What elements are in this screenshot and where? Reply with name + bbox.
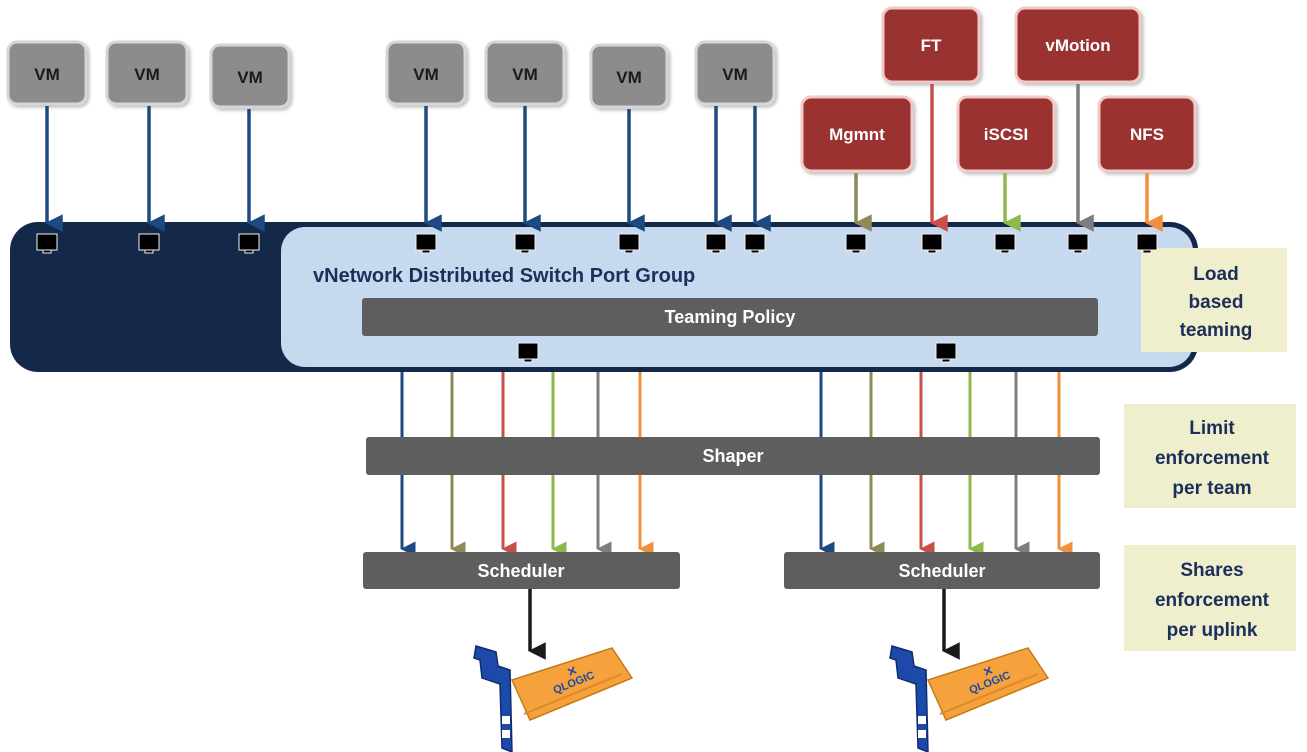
network-port-icon (845, 233, 867, 254)
network-port-icon (138, 233, 160, 254)
vm-box: VM (105, 40, 189, 106)
note-line: Load (1193, 264, 1238, 285)
vm-box: VM (589, 43, 669, 109)
ingress-arrows (45, 84, 1163, 232)
service-box-nfs: NFS (1097, 95, 1197, 173)
service-label: vMotion (1045, 36, 1110, 55)
vm-label: VM (616, 68, 642, 87)
teaming-policy-label: Teaming Policy (665, 307, 796, 327)
network-port-icon (921, 233, 943, 254)
network-port-icon (935, 342, 957, 363)
teaming-policy-bar (362, 298, 1098, 336)
network-port-icon (744, 233, 766, 254)
network-port-icon (514, 233, 536, 254)
note-line: Shares (1180, 560, 1243, 581)
qlogic-nic-card-icon: QLOGIC ✕ (473, 645, 634, 752)
service-box-vmotion: vMotion (1014, 6, 1142, 84)
shaper: Shaper (366, 437, 1100, 475)
network-port-icon (517, 342, 539, 363)
service-label: FT (921, 36, 942, 55)
vm-box: VM (484, 40, 566, 106)
network-port-icon (36, 233, 58, 254)
note-line: teaming (1180, 320, 1253, 341)
service-box-ft: FT (881, 6, 981, 84)
switch-ports (36, 233, 1158, 363)
network-port-icon (1136, 233, 1158, 254)
service-label: iSCSI (984, 125, 1028, 144)
qlogic-nic-card-icon: QLOGIC ✕ (889, 645, 1050, 752)
vm-label: VM (134, 65, 160, 84)
scheduler-right: Scheduler (784, 552, 1100, 589)
network-port-icon (618, 233, 640, 254)
scheduler-label: Scheduler (477, 561, 564, 581)
scheduler-left: Scheduler (363, 552, 680, 589)
service-boxes: FT vMotion Mgmnt iSCSI NFS (800, 6, 1197, 173)
vm-label: VM (34, 65, 60, 84)
note-line: enforcement (1155, 590, 1270, 611)
egress-arrows-left (400, 372, 654, 557)
vm-box: VM (209, 43, 291, 109)
note-limit-enforcement: Limit enforcement per team (1124, 404, 1296, 508)
svg-text:✕: ✕ (981, 663, 996, 680)
vm-box: VM (385, 40, 467, 106)
network-port-icon (994, 233, 1016, 254)
service-box-iscsi: iSCSI (956, 95, 1056, 173)
vm-label: VM (512, 65, 538, 84)
vm-boxes: VM VM VM VM VM VM VM (6, 40, 776, 109)
vm-box: VM (6, 40, 88, 106)
egress-arrows-right (819, 372, 1073, 557)
shaper-label: Shaper (702, 446, 763, 466)
network-port-icon (705, 233, 727, 254)
vm-label: VM (237, 68, 263, 87)
vm-label: VM (413, 65, 439, 84)
note-line: per team (1172, 478, 1251, 499)
vm-label: VM (722, 65, 748, 84)
service-box-mgmt: Mgmnt (800, 95, 914, 173)
service-label: Mgmnt (829, 125, 885, 144)
service-label: NFS (1130, 125, 1164, 144)
network-port-icon (1067, 233, 1089, 254)
note-line: per uplink (1167, 620, 1258, 641)
network-port-icon (415, 233, 437, 254)
distributed-switch: vNetwork Distributed Switch Port Group T… (10, 222, 1198, 372)
scheduler-label: Scheduler (898, 561, 985, 581)
port-group-label: vNetwork Distributed Switch Port Group (313, 265, 695, 287)
svg-text:✕: ✕ (565, 663, 580, 680)
network-port-icon (238, 233, 260, 254)
vm-box: VM (694, 40, 776, 106)
note-line: based (1189, 292, 1244, 313)
note-shares-enforcement: Shares enforcement per uplink (1124, 545, 1296, 651)
note-load-based-teaming: Load based teaming (1141, 248, 1287, 352)
note-line: Limit (1189, 418, 1235, 439)
note-line: enforcement (1155, 448, 1270, 469)
